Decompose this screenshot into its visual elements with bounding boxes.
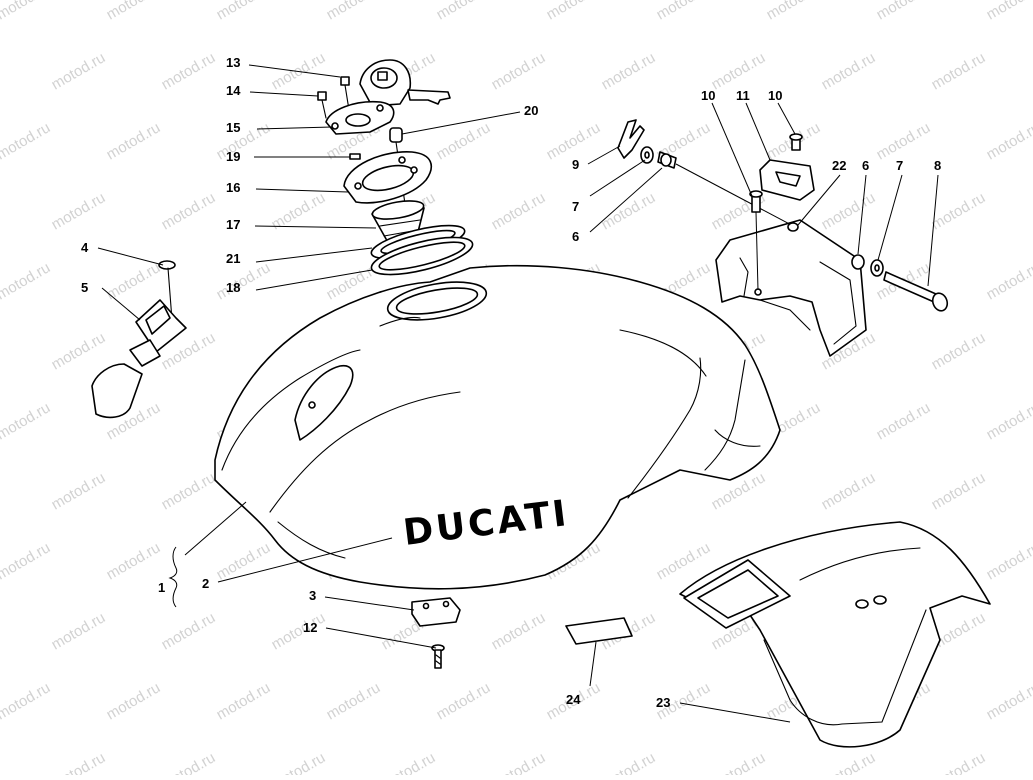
watermark-text: motod.ru xyxy=(0,0,53,23)
watermark-text: motod.ru xyxy=(49,329,109,373)
watermark-text: motod.ru xyxy=(709,749,769,775)
watermark-text: motod.ru xyxy=(599,49,659,93)
watermark-text: motod.ru xyxy=(654,0,714,23)
watermark-text: motod.ru xyxy=(764,0,824,23)
callout-20: 20 xyxy=(524,103,538,118)
watermark-text: motod.ru xyxy=(929,469,989,513)
watermark-text: motod.ru xyxy=(874,119,934,163)
watermark-text: motod.ru xyxy=(489,49,549,93)
callout-3: 3 xyxy=(309,588,316,603)
watermark-text: motod.ru xyxy=(49,749,109,775)
watermark-text: motod.ru xyxy=(214,0,274,23)
callout-11: 11 xyxy=(736,88,750,103)
watermark-text: motod.ru xyxy=(104,539,164,583)
callout-14: 14 xyxy=(226,83,241,98)
watermark-text: motod.ru xyxy=(874,0,934,23)
watermark-text: motod.ru xyxy=(984,399,1033,443)
watermark-text: motod.ru xyxy=(49,49,109,93)
callout-12: 12 xyxy=(303,620,317,635)
watermark-text: motod.ru xyxy=(929,329,989,373)
watermark-text: motod.ru xyxy=(709,49,769,93)
callout-1: 1 xyxy=(158,580,165,595)
callout-7: 7 xyxy=(572,199,579,214)
callout-7: 7 xyxy=(896,158,903,173)
callout-4: 4 xyxy=(81,240,89,255)
watermark-text: motod.ru xyxy=(874,399,934,443)
watermark-text: motod.ru xyxy=(104,0,164,23)
watermark-text: motod.ru xyxy=(0,399,53,443)
callout-15: 15 xyxy=(226,120,240,135)
watermark-text: motod.ru xyxy=(159,189,219,233)
watermark-text: motod.ru xyxy=(214,539,274,583)
watermark-text: motod.ru xyxy=(489,189,549,233)
watermark-text: motod.ru xyxy=(269,609,329,653)
watermark-text: motod.ru xyxy=(819,189,879,233)
watermark-text: motod.ru xyxy=(0,679,53,723)
watermark-text: motod.ru xyxy=(159,469,219,513)
callout-6: 6 xyxy=(862,158,869,173)
watermark-text: motod.ru xyxy=(929,49,989,93)
watermark-text: motod.ru xyxy=(434,119,494,163)
callout-6: 6 xyxy=(572,229,579,244)
watermark-text: motod.ru xyxy=(49,609,109,653)
callout-17: 17 xyxy=(226,217,240,232)
callout-2: 2 xyxy=(202,576,209,591)
watermark-text: motod.ru xyxy=(984,259,1033,303)
callout-9: 9 xyxy=(572,157,579,172)
watermark-text: motod.ru xyxy=(49,189,109,233)
watermark-text: motod.ru xyxy=(599,189,659,233)
callout-8: 8 xyxy=(934,158,941,173)
watermark-text: motod.ru xyxy=(0,539,53,583)
callout-23: 23 xyxy=(656,695,670,710)
watermark-text: motod.ru xyxy=(489,609,549,653)
callout-5: 5 xyxy=(81,280,88,295)
watermark-text: motod.ru xyxy=(984,119,1033,163)
watermark-text: motod.ru xyxy=(49,469,109,513)
watermark-text: motod.ru xyxy=(159,749,219,775)
callout-16: 16 xyxy=(226,180,240,195)
watermark-text: motod.ru xyxy=(819,49,879,93)
callout-13: 13 xyxy=(226,55,240,70)
watermark-text: motod.ru xyxy=(214,679,274,723)
watermark-text: motod.ru xyxy=(819,749,879,775)
watermark-text: motod.ru xyxy=(434,0,494,23)
watermark-text: motod.ru xyxy=(984,539,1033,583)
watermark-text: motod.ru xyxy=(104,119,164,163)
watermark-text: motod.ru xyxy=(269,749,329,775)
callout-10: 10 xyxy=(701,88,715,103)
watermark-text: motod.ru xyxy=(984,0,1033,23)
watermark-text: motod.ru xyxy=(159,49,219,93)
callout-24: 24 xyxy=(566,692,581,707)
callout-18: 18 xyxy=(226,280,240,295)
watermark-text: motod.ru xyxy=(984,679,1033,723)
watermark-text: motod.ru xyxy=(489,749,549,775)
watermark-text: motod.ru xyxy=(0,119,53,163)
watermark-text: motod.ru xyxy=(324,679,384,723)
callout-10: 10 xyxy=(768,88,782,103)
watermark-text: motod.ru xyxy=(0,259,53,303)
watermark-text: motod.ru xyxy=(324,0,384,23)
watermark-text: motod.ru xyxy=(434,679,494,723)
watermark-text: motod.ru xyxy=(544,0,604,23)
watermark-text: motod.ru xyxy=(104,679,164,723)
watermark-text: motod.ru xyxy=(819,469,879,513)
callout-19: 19 xyxy=(226,149,240,164)
watermark-text: motod.ru xyxy=(929,749,989,775)
watermark-text: motod.ru xyxy=(929,189,989,233)
callout-22: 22 xyxy=(832,158,846,173)
watermark-text: motod.ru xyxy=(159,609,219,653)
watermark-text: motod.ru xyxy=(379,749,439,775)
filler-cap-assembly xyxy=(318,60,476,282)
watermark-text: motod.ru xyxy=(599,749,659,775)
callout-21: 21 xyxy=(226,251,240,266)
watermark-text: motod.ru xyxy=(214,259,274,303)
